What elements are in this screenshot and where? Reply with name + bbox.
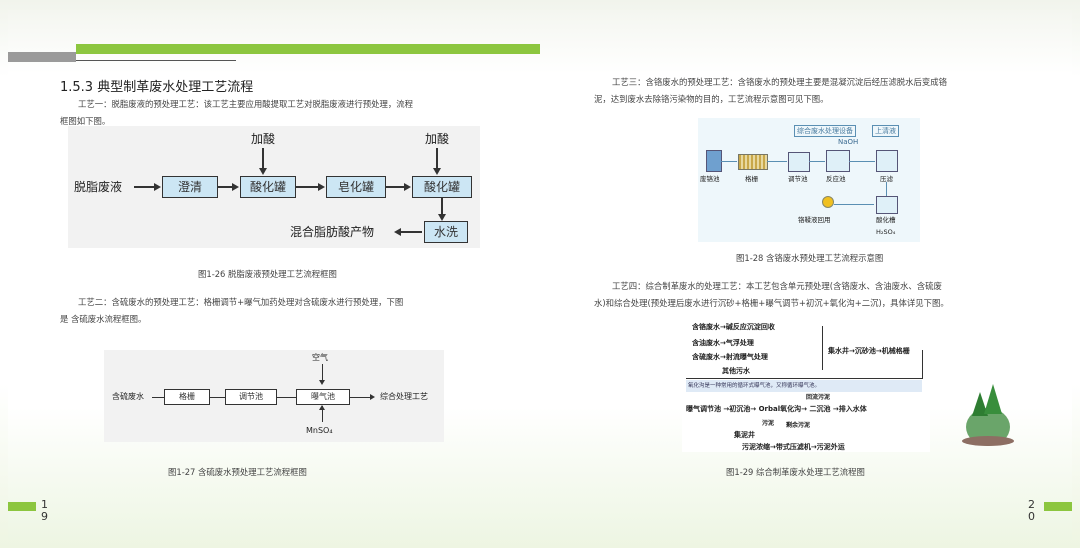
- clarify-box: 澄清: [162, 176, 218, 198]
- main-process-line: 曝气调节池 →初沉池→ Orbal氧化沟→ 二沉池 →排入水体: [686, 405, 867, 413]
- page-number-bar: [1044, 502, 1072, 511]
- saponify-box: 皂化罐: [326, 176, 386, 198]
- header-rule: [76, 60, 236, 61]
- flow-row: 含油废水→气浮处理: [692, 339, 754, 347]
- press-icon: [876, 150, 898, 172]
- figure-1-27: 空气 含硫废水 格栅 调节池 曝气池 综合处理工艺 MnSO₄: [104, 350, 444, 442]
- acidify-tank-icon: [876, 196, 898, 214]
- recycle-label: 铬鞣液回用: [798, 216, 831, 224]
- add-acid-label: 加酸: [425, 132, 450, 146]
- paragraph-line: 泥，达到废水去除铬污染物的目的，工艺流程示意图可见下图。: [594, 94, 829, 104]
- aeration-tank-box: 曝气池: [296, 389, 350, 405]
- page-digit: 2: [1028, 498, 1035, 511]
- return-sludge-label: 回流污泥: [806, 394, 831, 401]
- reaction-tank-label: 反应池: [826, 175, 846, 183]
- paragraph-line: 框图如下图。: [60, 116, 111, 126]
- grille-icon: [738, 154, 768, 170]
- output-label: 混合脂肪酸产物: [290, 225, 375, 239]
- input-label: 脱脂废液: [74, 180, 123, 194]
- paragraph-process-2: 工艺二：含硫废水的预处理工艺：格栅调节+曝气加药处理对含硫废水进行预处理，下图 …: [60, 294, 498, 328]
- flow-row: 其他污水: [722, 367, 750, 375]
- figure-1-28: 综合废水处理设备 上清液 NaOH 废铬池 格栅 调节池 反应池 压滤 铬鞣液回…: [698, 118, 920, 242]
- page-digit: 1: [41, 498, 48, 511]
- grille-box: 格栅: [164, 389, 210, 405]
- paragraph-process-4: 工艺四：综合制革废水的处理工艺：本工艺包含单元预处理(含铬废水、含油废水、含硫废…: [594, 278, 1052, 312]
- equipment-label: 综合废水处理设备: [794, 125, 856, 137]
- acidify-box: 酸化罐: [240, 176, 296, 198]
- supernatant-label: 上清液: [872, 125, 899, 137]
- sludge-process-line: 污泥浓缩→带式压滤机→污泥外运: [742, 443, 845, 451]
- figure-1-28-caption: 图1-28 含铬废水预处理工艺流程示意图: [736, 253, 884, 263]
- excess-sludge-label: 剩余污泥: [786, 422, 811, 429]
- sludge-well-label: 集泥井: [734, 431, 755, 439]
- figure-1-26-caption: 图1-26 脱脂废液预处理工艺流程框图: [198, 269, 337, 279]
- page-digit: 0: [1028, 510, 1035, 523]
- header-green-bar: [76, 44, 540, 54]
- tree-globe-illustration: [958, 378, 1018, 450]
- grille-label: 格栅: [745, 175, 758, 183]
- acidify-box-2: 酸化罐: [412, 176, 472, 198]
- paragraph-line: 工艺一：脱脂废液的预处理工艺：该工艺主要应用酸提取工艺对脱脂废液进行预处理，流程: [78, 99, 413, 109]
- page-number-right: 2 0: [1028, 499, 1035, 523]
- note-text: 氧化沟是一种常用的循环式曝气池，又称循环曝气池。: [688, 383, 821, 389]
- paragraph-line: 工艺三：含铬废水的预处理工艺：含铬废水的预处理主要是混凝沉淀后经压滤脱水后变成铬: [612, 77, 947, 87]
- section-heading: 1.5.3 典型制革废水处理工艺流程: [60, 80, 254, 95]
- figure-1-27-caption: 图1-27 含硫废水预处理工艺流程框图: [168, 467, 307, 477]
- figure-1-26: 加酸 加酸 脱脂废液 澄清 酸化罐 皂化罐 酸化罐 水洗 混合脂肪酸产物: [68, 126, 480, 248]
- reagent-label: MnSO₄: [306, 426, 333, 435]
- input-label: 含硫废水: [112, 392, 144, 401]
- air-label: 空气: [312, 353, 328, 362]
- acidify-tank-label: 酸化槽: [876, 216, 896, 224]
- page-number-bar: [8, 502, 36, 511]
- flow-row: 含硫废水→射流曝气处理: [692, 353, 768, 361]
- paragraph-line: 水)和综合处理(预处理后废水进行沉砂+格栅+曝气调节+初沉+氧化沟+二沉)，具体…: [594, 298, 949, 308]
- note-box: 氧化沟是一种常用的循环式曝气池，又称循环曝气池。: [686, 380, 922, 392]
- wash-box: 水洗: [424, 221, 468, 243]
- figure-1-29: 含铬废水→碱反应沉淀回收 含油废水→气浮处理 含硫废水→射流曝气处理 其他污水 …: [682, 318, 930, 452]
- adjust-tank-label: 调节池: [788, 175, 808, 183]
- paragraph-line: 是 含硫废水流程框图。: [60, 314, 147, 324]
- tap-icon: [822, 196, 834, 208]
- h2so4-label: H₂SO₄: [876, 228, 896, 236]
- paragraph-line: 工艺四：综合制革废水的处理工艺：本工艺包含单元预处理(含铬废水、含油废水、含硫废: [612, 281, 942, 291]
- chrome-tank-icon: [706, 150, 722, 172]
- figure-1-29-caption: 图1-29 综合制革废水处理工艺流程图: [726, 467, 865, 477]
- page-number-left: 1 9: [41, 499, 48, 523]
- output-label: 综合处理工艺: [380, 392, 428, 401]
- add-acid-label: 加酸: [251, 132, 276, 146]
- header-gray-bar: [8, 52, 76, 62]
- adjust-tank-icon: [788, 152, 810, 172]
- chrome-tank-label: 废铬池: [700, 175, 720, 183]
- flow-row: 含铬废水→碱反应沉淀回收: [692, 323, 775, 331]
- press-label: 压滤: [880, 175, 893, 183]
- naoh-label: NaOH: [838, 138, 859, 146]
- page-digit: 9: [41, 510, 48, 523]
- sludge-label: 污泥: [762, 420, 775, 427]
- paragraph-line: 工艺二：含硫废水的预处理工艺：格栅调节+曝气加药处理对含硫废水进行预处理，下图: [78, 297, 404, 307]
- reaction-tank-icon: [826, 150, 850, 172]
- paragraph-process-1: 工艺一：脱脂废液的预处理工艺：该工艺主要应用酸提取工艺对脱脂废液进行预处理，流程…: [60, 96, 498, 130]
- paragraph-process-3: 工艺三：含铬废水的预处理工艺：含铬废水的预处理主要是混凝沉淀后经压滤脱水后变成铬…: [594, 74, 1042, 108]
- adjust-tank-box: 调节池: [225, 389, 277, 405]
- collect-line: 集水井→沉砂池→机械格栅: [828, 347, 910, 355]
